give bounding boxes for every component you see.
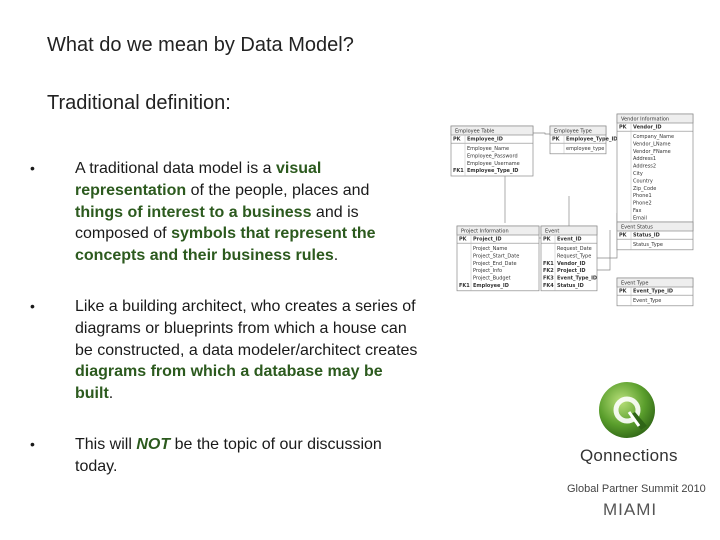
entity-fk-label: FK3 xyxy=(543,276,554,282)
entity-field: employee_type xyxy=(566,146,604,152)
bullet-dot: • xyxy=(30,160,35,176)
entity-field: Project_Info xyxy=(473,268,502,274)
bullet-text: A traditional data model is a visual rep… xyxy=(75,160,376,265)
entity-title: Vendor Information xyxy=(621,117,669,123)
entity-field: Request_Type xyxy=(557,253,591,259)
entity-fk-label: FK1 xyxy=(543,261,554,267)
entity-fk-field: Employee_Type_ID xyxy=(467,168,518,174)
entity-title: Project Information xyxy=(461,229,509,235)
slide-subtitle: Traditional definition: xyxy=(47,92,231,114)
entity-key-field: Status_ID xyxy=(633,233,660,239)
qonnections-logo xyxy=(565,372,720,532)
entity-header xyxy=(450,125,534,136)
slide-title: What do we mean by Data Model? xyxy=(47,34,354,56)
entity-box xyxy=(540,225,598,292)
entity-key-label: PK xyxy=(543,237,552,243)
entity-header xyxy=(456,225,540,236)
entity-field: Phone1 xyxy=(633,193,652,199)
entity-field: Fax xyxy=(633,208,641,214)
bullet-dot: • xyxy=(30,297,35,314)
entity-field: Vendor_LName xyxy=(633,141,671,147)
entity-field: Address1 xyxy=(633,156,656,162)
entity-field: Project_End_Date xyxy=(473,261,517,267)
logo-q-icon xyxy=(599,382,655,438)
entity-field: Project_Start_Date xyxy=(473,253,519,259)
entity-key-field: Vendor_ID xyxy=(633,125,662,131)
bullet-text: Like a building architect, who creates a… xyxy=(75,297,418,403)
entity-key-label: PK xyxy=(619,125,628,131)
entity-fk-field: Vendor_ID xyxy=(557,261,586,267)
entity-field: Status_Type xyxy=(633,242,663,248)
bullet-list: • A traditional data model is a visual r… xyxy=(30,158,420,478)
bullet-text: This will NOT be the topic of our discus… xyxy=(75,435,382,475)
entity-key-field: Employee_ID xyxy=(467,137,503,143)
brand-name: Qonnections xyxy=(580,446,678,465)
entity-title: Event Status xyxy=(621,225,653,231)
event-name: Global Partner Summit 2010 xyxy=(567,483,706,495)
entity-key-label: PK xyxy=(552,137,561,143)
entity-field: Event_Type xyxy=(633,298,661,304)
entity-field: Country xyxy=(633,178,653,184)
entity-key-field: Project_ID xyxy=(473,237,502,243)
entity-fk-label: FK1 xyxy=(459,283,470,289)
entity-fk-label: FK1 xyxy=(453,168,464,174)
entity-fk-field: Project_ID xyxy=(557,268,586,274)
entity-header xyxy=(616,113,694,124)
entity-field: City xyxy=(633,171,643,177)
entity-field: Employee_Password xyxy=(467,153,518,159)
entity-key-label: PK xyxy=(619,233,628,239)
entity-field: Request_Date xyxy=(557,246,592,252)
entity-key-label: PK xyxy=(619,289,628,295)
entity-title: Employee Table xyxy=(455,129,494,135)
entity-fk-field: Employee_ID xyxy=(473,283,509,289)
bullet-item-2: • Like a building architect, who creates… xyxy=(30,296,420,405)
entity-header xyxy=(549,125,607,136)
entity-key-label: PK xyxy=(459,237,468,243)
entity-fk-label: FK2 xyxy=(543,268,554,274)
entity-field: Phone2 xyxy=(633,201,652,207)
entity-field: Vendor_FName xyxy=(633,149,671,155)
bullet-dot: • xyxy=(30,435,35,452)
entity-fk-field: Status_ID xyxy=(557,283,584,289)
entity-field: Employee_Username xyxy=(467,161,520,167)
entity-field: Address2 xyxy=(633,164,656,170)
entity-fk-field: Event_Type_ID xyxy=(557,276,597,282)
entity-field: Project_Name xyxy=(473,246,507,252)
entity-field: Employee_Name xyxy=(467,146,509,152)
bullet-item-1: • A traditional data model is a visual r… xyxy=(30,158,420,267)
entity-box xyxy=(456,225,540,292)
entity-key-label: PK xyxy=(453,137,462,143)
entity-field: Project_Budget xyxy=(473,276,511,282)
entity-key-field: Event_ID xyxy=(557,237,582,243)
bullet-item-3: • This will NOT be the topic of our disc… xyxy=(30,434,420,478)
entity-field: Company_Name xyxy=(633,134,674,140)
entity-field: Email xyxy=(633,215,647,221)
entity-title: Event Type xyxy=(621,281,648,287)
event-city: MIAMI xyxy=(603,500,658,519)
entity-title: Event xyxy=(545,229,559,235)
entity-title: Employee Type xyxy=(554,129,592,135)
entity-key-field: Event_Type_ID xyxy=(633,289,673,295)
entity-key-field: Employee_Type_ID xyxy=(566,137,617,143)
entity-header xyxy=(616,277,694,288)
entity-header xyxy=(540,225,598,236)
entity-box xyxy=(616,113,694,231)
entity-header xyxy=(616,221,694,232)
entity-field: Zip_Code xyxy=(633,186,656,192)
entity-fk-label: FK4 xyxy=(543,283,554,289)
